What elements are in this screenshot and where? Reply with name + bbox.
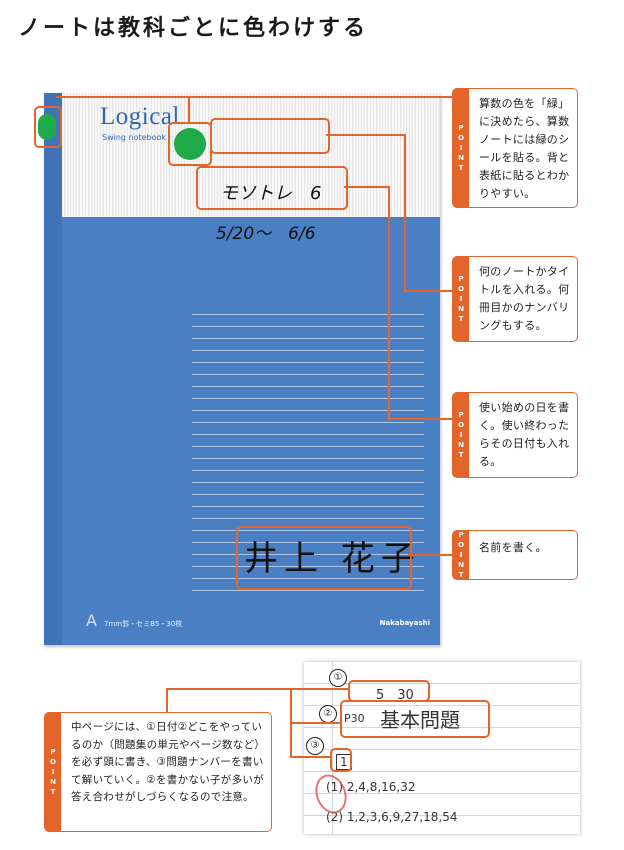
notebook-cover: Logical Swing notebook モソトレ 6 5/20～ 6/6 … xyxy=(44,93,440,645)
connector-dates-v xyxy=(388,186,390,418)
point-text: 名前を書く。 xyxy=(479,541,547,554)
marker-3: ③ xyxy=(306,737,324,755)
brand-subtitle: Swing notebook xyxy=(102,133,167,142)
page-ref: P30 xyxy=(344,712,365,725)
connector-page-v xyxy=(166,688,168,712)
connector-title-h2 xyxy=(404,290,454,292)
marker-1: ① xyxy=(329,669,347,687)
cover-title-area: Logical Swing notebook モソトレ 6 xyxy=(62,93,440,217)
connector-title-h xyxy=(326,134,406,136)
problem-number-highlight xyxy=(330,748,352,772)
unit-highlight xyxy=(340,700,490,738)
point-text: 算数の色を「緑」に決めたら、算数ノートには緑のシールを貼る。背と表紙に貼るとわか… xyxy=(479,97,570,200)
connector-title-v xyxy=(404,134,406,290)
cover-spec: 7mm罫・セミB5・30枚 xyxy=(104,620,183,628)
connector-dates-h xyxy=(344,186,388,188)
point-text: 何のノートかタイトルを入れる。何冊目かのナンバリングもする。 xyxy=(479,265,570,332)
connector-sticker-drop xyxy=(188,96,190,124)
dates-highlight xyxy=(196,166,348,210)
page-date: 5 30 xyxy=(376,688,414,703)
connector-name xyxy=(408,554,454,556)
handwritten-title: モソトレ 6 xyxy=(220,183,322,204)
handwritten-dates: 5/20～ 6/6 xyxy=(216,224,316,244)
connector-page-3h xyxy=(290,756,330,758)
connector-sticker xyxy=(56,96,454,98)
handwritten-name: 井上 花子 xyxy=(244,539,421,579)
marker-2: ② xyxy=(319,705,337,723)
page-line-1: (1) 2,4,8,16,32 xyxy=(326,780,416,794)
notebook-spine xyxy=(44,93,62,645)
name-lines xyxy=(192,303,424,593)
cover-sticker-highlight xyxy=(168,122,212,166)
page-title: ノートは教科ごとに色わけする xyxy=(18,16,369,41)
connector-page-2h xyxy=(290,722,340,724)
connector-page-h xyxy=(166,688,348,690)
cover-letter: A xyxy=(86,611,97,630)
cover-brand: Nakabayashi xyxy=(379,619,430,627)
spine-sticker xyxy=(38,114,56,140)
cover-sticker xyxy=(174,128,206,160)
brand-logo: Logical xyxy=(100,103,180,130)
spine-sticker-highlight xyxy=(34,106,62,148)
page-line-2: (2) 1,2,3,6,9,27,18,54 xyxy=(326,810,458,824)
title-highlight xyxy=(210,118,330,154)
point-text: 使い始めの日を書く。使い終わったらその日付も入れる。 xyxy=(479,401,570,468)
page-unit: 基本問題 xyxy=(380,708,460,732)
date-highlight xyxy=(348,680,430,702)
point-text: 中ページには、①日付②どこをやっているのか（問題集の単元やページ数など）を必ず頭… xyxy=(71,721,264,803)
name-highlight xyxy=(236,526,412,590)
connector-dates-h2 xyxy=(388,418,454,420)
